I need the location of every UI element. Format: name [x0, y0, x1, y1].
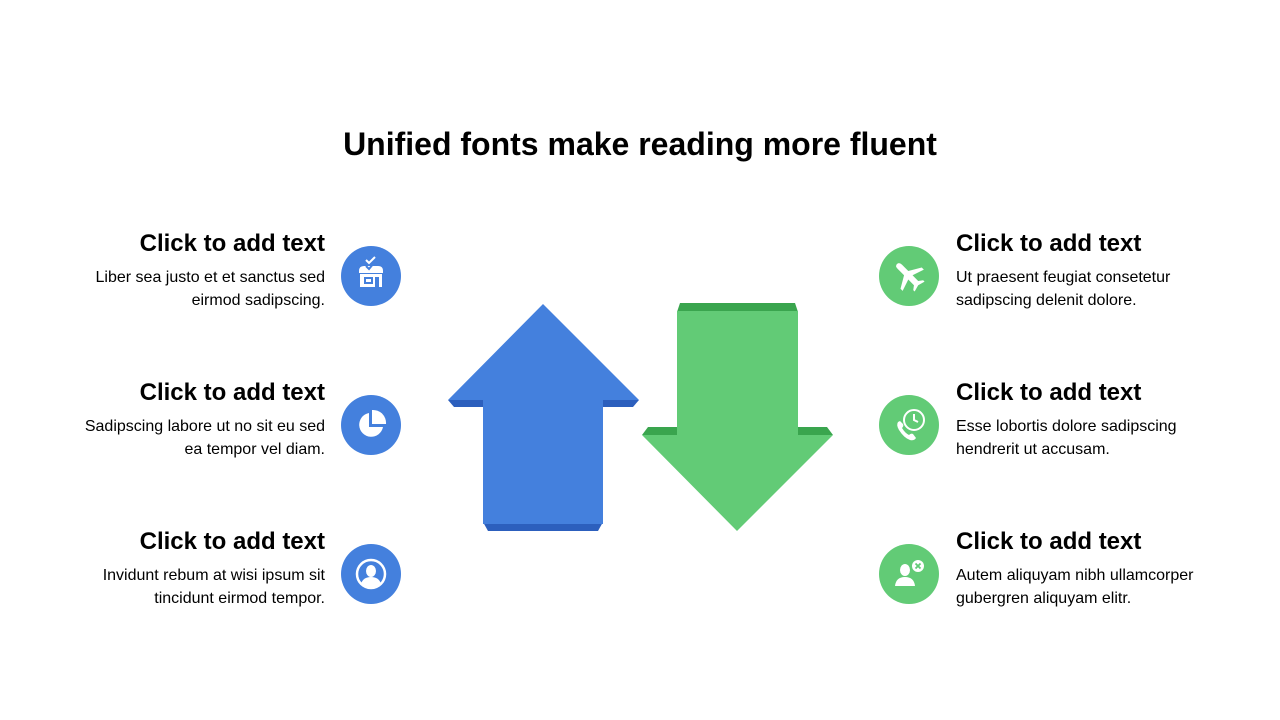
item-body-line: ea tempor vel diam.: [184, 441, 325, 458]
item-body-line: eirmod sadipscing.: [191, 292, 325, 309]
item-body-line: Invidunt rebum at wisi ipsum sit: [102, 567, 325, 584]
user-icon: [341, 544, 401, 604]
item-body[interactable]: Sadipscing labore ut no sit eu sed ea te…: [65, 415, 325, 461]
right-item-3[interactable]: Click to add text Autem aliquyam nibh ul…: [956, 527, 1216, 610]
item-body-line: gubergren aliquyam elitr.: [956, 590, 1132, 607]
item-body-line: tincidunt eirmod tempor.: [154, 590, 325, 607]
item-heading[interactable]: Click to add text: [956, 230, 1142, 257]
airplane-icon: [879, 246, 939, 306]
item-body-line: Liber sea justo et et sanctus sed: [95, 269, 325, 286]
item-body[interactable]: Autem aliquyam nibh ullamcorper gubergre…: [956, 564, 1216, 610]
up-arrow: [448, 304, 639, 531]
left-item-2[interactable]: Click to add text Sadipscing labore ut n…: [65, 378, 325, 461]
item-body[interactable]: Liber sea justo et et sanctus sed eirmod…: [65, 266, 325, 312]
pie-chart-icon: [341, 395, 401, 455]
slide-title[interactable]: Unified fonts make reading more fluent: [343, 126, 937, 162]
item-body[interactable]: Ut praesent feugiat consetetur sadipscin…: [956, 266, 1216, 312]
shop-icon: [341, 246, 401, 306]
item-body[interactable]: Invidunt rebum at wisi ipsum sit tincidu…: [65, 564, 325, 610]
item-body-line: Sadipscing labore ut no sit eu sed: [84, 418, 325, 435]
left-item-1[interactable]: Click to add text Liber sea justo et et …: [65, 229, 325, 312]
item-heading[interactable]: Click to add text: [139, 230, 325, 257]
user-remove-icon: [879, 544, 939, 604]
item-heading[interactable]: Click to add text: [139, 379, 325, 406]
item-heading[interactable]: Click to add text: [956, 379, 1142, 406]
item-body[interactable]: Esse lobortis dolore sadipscing hendreri…: [956, 415, 1216, 461]
item-body-line: hendrerit ut accusam.: [956, 441, 1110, 458]
item-body-line: Ut praesent feugiat consetetur: [956, 269, 1171, 286]
phone-clock-icon: [879, 395, 939, 455]
left-item-3[interactable]: Click to add text Invidunt rebum at wisi…: [65, 527, 325, 610]
item-heading[interactable]: Click to add text: [956, 528, 1142, 555]
right-item-1[interactable]: Click to add text Ut praesent feugiat co…: [956, 229, 1216, 312]
right-item-2[interactable]: Click to add text Esse lobortis dolore s…: [956, 378, 1216, 461]
item-body-line: Autem aliquyam nibh ullamcorper: [956, 567, 1194, 584]
item-heading[interactable]: Click to add text: [139, 528, 325, 555]
item-body-line: sadipscing delenit dolore.: [956, 292, 1137, 309]
down-arrow: [642, 303, 833, 531]
item-body-line: Esse lobortis dolore sadipscing: [956, 418, 1177, 435]
